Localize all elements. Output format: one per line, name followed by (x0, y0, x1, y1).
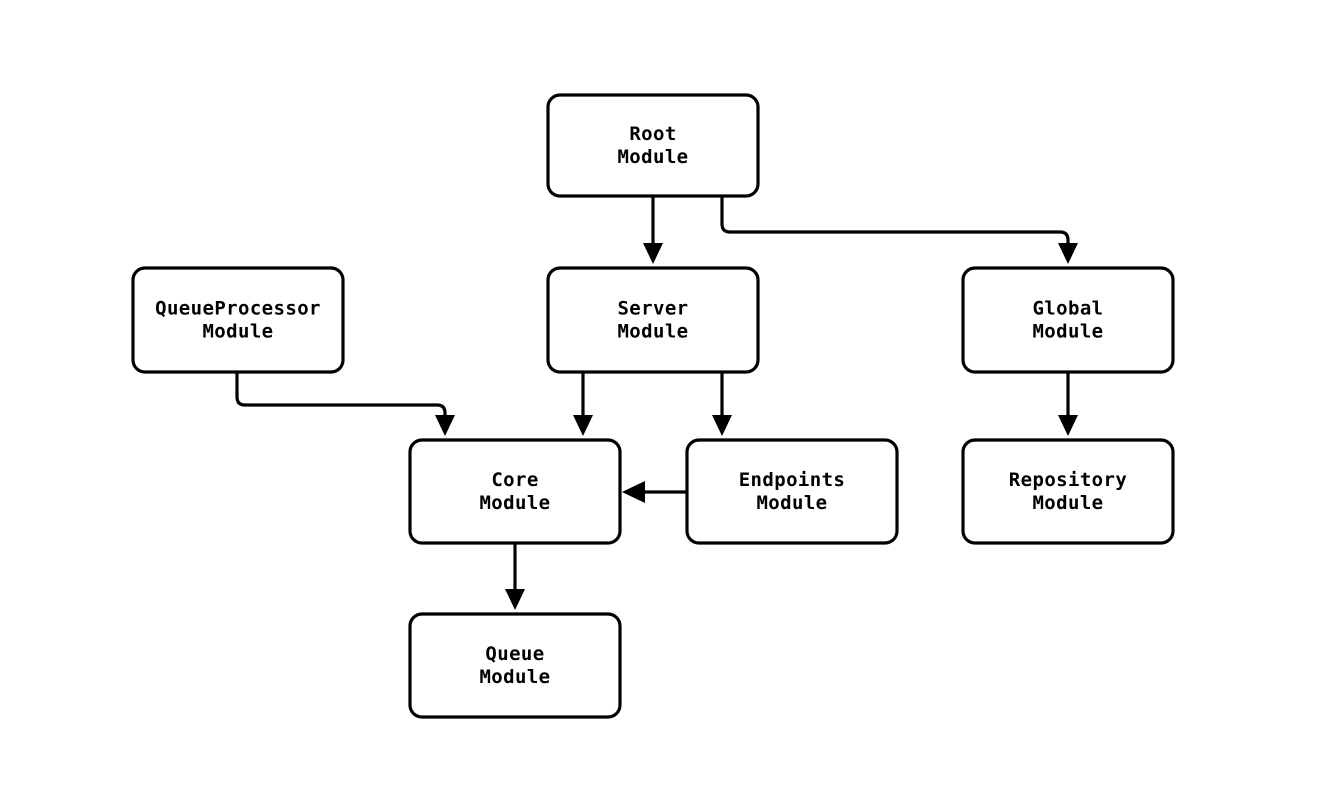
edge-root-to-global (720, 196, 1078, 264)
node-box[interactable] (131, 266, 345, 374)
edge-line (235, 372, 447, 420)
arrowhead-icon (1058, 415, 1078, 436)
node-label-line1: Server (617, 298, 688, 320)
node-label-line1: Endpoints (739, 469, 846, 491)
node-label-line2: Module (479, 666, 550, 688)
node-box[interactable] (408, 438, 622, 545)
edge-line (720, 196, 1070, 248)
edge-core-to-queue (505, 543, 525, 610)
node-box[interactable] (546, 93, 760, 198)
arrowhead-icon (643, 243, 663, 264)
node-label-line1: Repository (1009, 469, 1127, 491)
arrowhead-icon (712, 415, 732, 436)
nodes-layer: RootModuleQueueProcessorModuleServerModu… (131, 93, 1175, 719)
node-label-line2: Module (1032, 321, 1103, 343)
node-label-line2: Module (617, 146, 688, 168)
arrowhead-icon (505, 589, 525, 610)
arrowhead-icon (573, 415, 593, 436)
node-box[interactable] (546, 266, 760, 374)
node-box[interactable] (408, 612, 622, 719)
node-label-line1: QueueProcessor (155, 298, 321, 320)
edge-server-to-core (573, 372, 593, 436)
node-label-line1: Queue (485, 643, 544, 665)
node-label-line2: Module (479, 492, 550, 514)
node-label-line2: Module (202, 321, 273, 343)
arrowhead-icon (435, 415, 455, 436)
edges-layer (235, 196, 1078, 610)
arrowhead-icon (622, 481, 645, 503)
node-box[interactable] (685, 438, 899, 545)
edge-root-to-server (643, 196, 663, 264)
arrowhead-icon (1058, 243, 1078, 264)
node-label-line1: Global (1032, 298, 1103, 320)
node-box[interactable] (961, 438, 1175, 545)
edge-server-to-endpoints (712, 372, 732, 436)
edge-queueprocessor-to-core (235, 372, 455, 436)
node-label-line2: Module (617, 321, 688, 343)
edge-global-to-repository (1058, 372, 1078, 436)
node-label-line2: Module (1032, 492, 1103, 514)
edge-endpoints-to-core (622, 481, 687, 503)
node-label-line2: Module (756, 492, 827, 514)
node-label-line1: Core (491, 469, 538, 491)
node-box[interactable] (961, 266, 1175, 374)
node-label-line1: Root (629, 123, 676, 145)
